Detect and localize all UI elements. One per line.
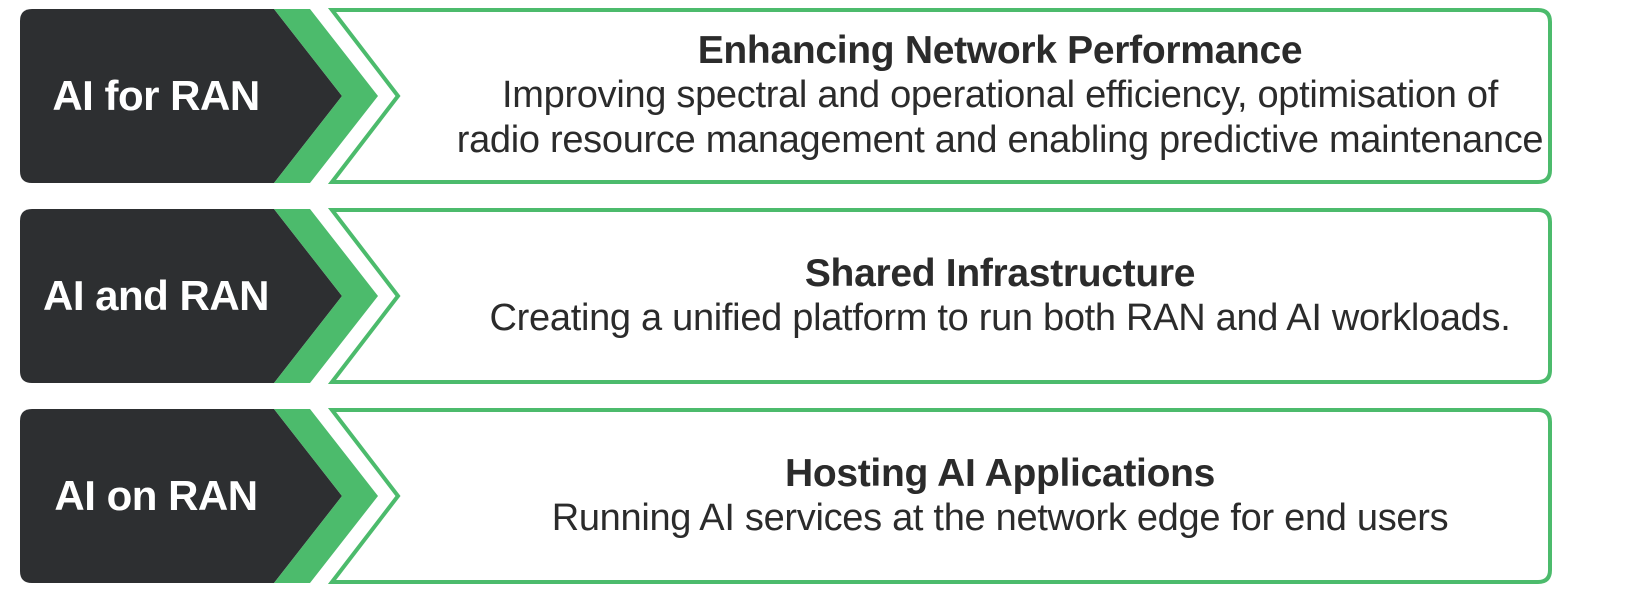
row-description-line-1: Running AI services at the network edge … <box>551 496 1449 539</box>
content-text: Shared Infrastructure Creating a unified… <box>400 207 1600 385</box>
row-description-line-2: radio resource management and enabling p… <box>456 119 1544 161</box>
content-box <box>327 8 1552 184</box>
green-chevron <box>274 9 378 183</box>
row-ai-on-ran: AI on RAN Hosting AI Applications Runnin… <box>0 407 1625 585</box>
label-box <box>20 209 342 383</box>
row-shapes <box>20 8 1552 184</box>
content-box <box>327 408 1552 584</box>
content-text: Hosting AI Applications Running AI servi… <box>400 407 1600 585</box>
row-shapes <box>20 208 1552 384</box>
row-heading: Hosting AI Applications <box>784 451 1216 495</box>
row-label: AI on RAN <box>54 472 258 519</box>
label-box <box>20 9 342 183</box>
label-box <box>20 409 342 583</box>
row-description-line-1: Creating a unified platform to run both … <box>489 296 1511 339</box>
row-label: AI for RAN <box>52 72 260 119</box>
row-description-line-1: Improving spectral and operational effic… <box>502 74 1498 116</box>
green-chevron <box>274 409 378 583</box>
row-ai-for-ran: AI for RAN Enhancing Network Performance… <box>0 7 1625 185</box>
row-shapes <box>20 408 1552 584</box>
row-label: AI and RAN <box>43 272 270 319</box>
row-ai-and-ran: AI and RAN Shared Infrastructure Creatin… <box>0 207 1625 385</box>
content-text: Enhancing Network Performance Improving … <box>400 7 1600 185</box>
content-box <box>327 208 1552 384</box>
green-chevron <box>274 209 378 383</box>
row-heading: Enhancing Network Performance <box>697 29 1303 72</box>
row-heading: Shared Infrastructure <box>804 251 1196 295</box>
